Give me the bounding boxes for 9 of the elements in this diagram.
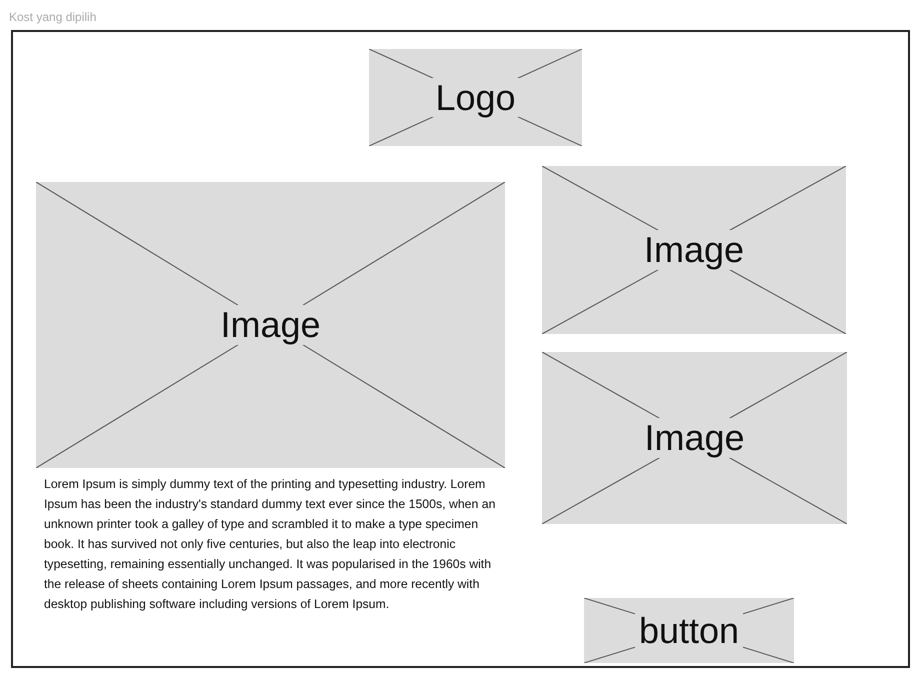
body-paragraph: Lorem Ipsum is simply dummy text of the printing and typesetting industry. Lorem Ipsum has been the industry's standard dummy text ever since the 1500s, when an unknown printer took a galley of type and scrambled it to make a type specimen book. It has survived not only five centuries, but also the leap into electronic typesetting, remaining essentially unchanged. It was popularised in the 1960s with the release of sheets containing Lorem Ipsum passages, and more recently with desktop publishing software including versions of Lorem Ipsum.	[44, 476, 496, 613]
placeholder-box	[542, 352, 847, 524]
placeholder-label: Logo	[431, 78, 520, 118]
placeholder-box	[542, 166, 846, 334]
placeholder-box	[584, 598, 794, 663]
placeholder-label: button	[634, 610, 744, 650]
frame-title: Kost yang dipilih	[9, 10, 96, 24]
placeholder-box	[36, 182, 505, 468]
placeholder-box	[369, 49, 582, 146]
